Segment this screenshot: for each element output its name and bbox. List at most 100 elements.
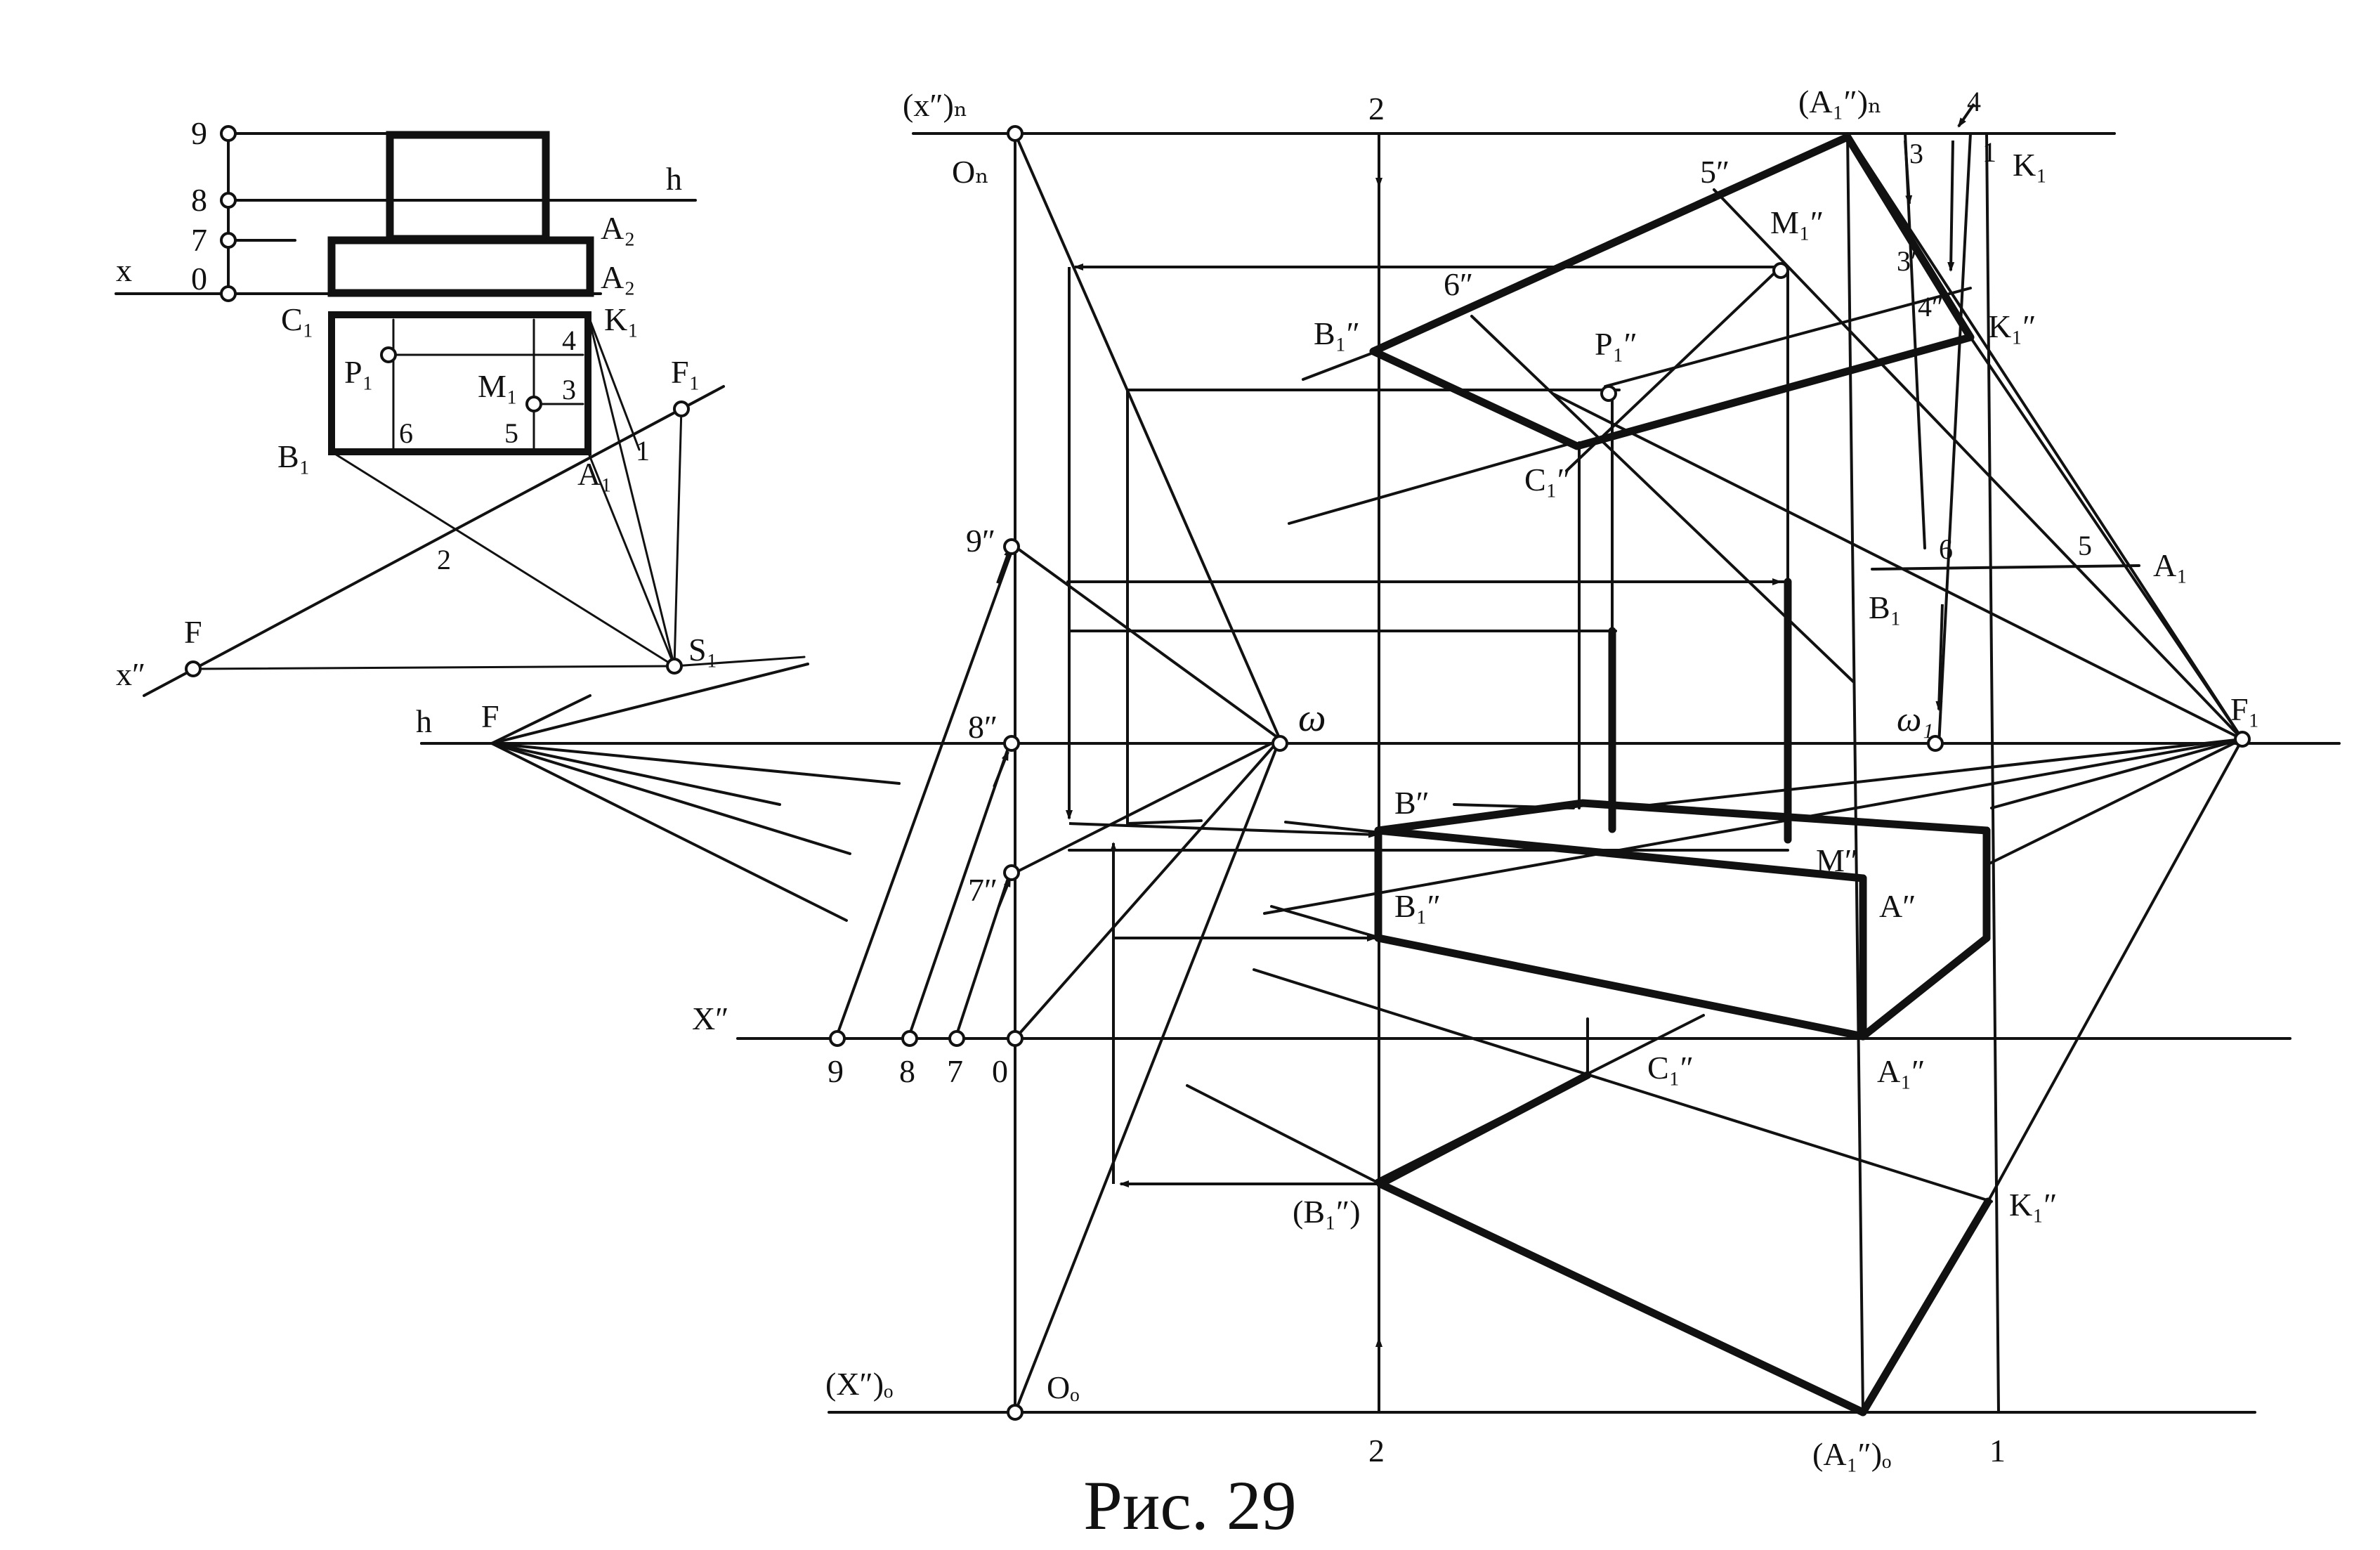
f-fan-6 <box>490 742 848 922</box>
omega-oo-line <box>1014 738 1281 1414</box>
inset-point-p1 <box>380 346 397 363</box>
point-omega <box>1271 735 1288 752</box>
arrow-6-down <box>1935 604 1944 711</box>
lower-thin-2 <box>1253 968 1993 1203</box>
label-h: h <box>416 703 432 739</box>
f-fan-4 <box>490 742 781 806</box>
label-k1pp: K₁″ <box>1988 308 2036 344</box>
arrow-7 <box>998 877 1012 907</box>
f1-line-b <box>1987 738 2244 866</box>
arrow-4-tip <box>1957 103 1975 128</box>
inset-label-a1: A₁ <box>577 456 612 492</box>
f1-k1-line <box>1969 336 2244 741</box>
inset-point-f <box>185 660 202 677</box>
f1-line-d <box>1635 738 2244 808</box>
label-oo: Oₒ <box>1047 1369 1079 1405</box>
arrow-8 <box>993 750 1009 788</box>
point-8pp <box>1003 735 1020 752</box>
inset-label-3: 3 <box>562 374 576 405</box>
lower-thin-5 <box>1284 821 1382 834</box>
diag-9 <box>836 550 1013 1036</box>
label-t1: 1 <box>1982 136 1996 168</box>
inset-label-5: 5 <box>504 417 518 449</box>
label-b9: 9 <box>828 1053 844 1089</box>
arrow-4 <box>1947 140 1955 272</box>
point-9pp <box>1003 538 1020 555</box>
box-top-edge <box>1374 799 1991 835</box>
label-3pp: 3″ <box>1897 245 1923 277</box>
label-c1pp-top: C₁″ <box>1524 462 1571 497</box>
label-5pp: 5″ <box>1700 154 1730 190</box>
label-b0: 0 <box>992 1053 1008 1089</box>
omega-9-line <box>1014 545 1281 741</box>
inset-upper-block <box>386 131 550 243</box>
point-p1 <box>1600 385 1617 402</box>
inset-label-a2-base: A₂ <box>601 259 635 295</box>
omega-7-line <box>1014 738 1281 874</box>
a1-line <box>1871 564 2140 571</box>
inset-ray-k1b <box>587 313 641 451</box>
label-a1p: (A₁″)ₙ <box>1798 84 1882 119</box>
box-bottom-right <box>1859 934 1991 1041</box>
label-bot-1: 1 <box>1989 1433 2006 1468</box>
main-labels: (x″)ₙ Oₙ 2 (A₁″)ₙ 4 3 1 K₁ 5″ M₁″ 3″ 6″ … <box>416 84 2260 1472</box>
lower-thin-6 <box>1126 819 1203 825</box>
label-t4: 4 <box>1967 86 1981 117</box>
inset-label-k1: K₁ <box>604 301 639 337</box>
inset-label-7: 7 <box>191 222 207 258</box>
label-4pp: 4″ <box>1918 291 1944 323</box>
inset-diagram <box>115 125 806 745</box>
label-k1low: K₁″ <box>2009 1187 2057 1223</box>
label-b1low: B₁″ <box>1394 888 1441 924</box>
point-9 <box>829 1030 846 1047</box>
inset-label-h: h <box>666 161 682 197</box>
inset-lower-block <box>327 236 594 297</box>
lower-figure-top <box>1376 1071 1592 1188</box>
f1-line-e <box>1263 738 2244 915</box>
main-thin-lines <box>420 132 2341 1414</box>
inset-ruler-point-7 <box>220 232 237 249</box>
label-b1par: (B₁″) <box>1293 1194 1361 1230</box>
inset-label-b1: B₁ <box>277 438 310 474</box>
inset-label-9: 9 <box>191 115 207 151</box>
lower-figure-left <box>1376 1180 1867 1417</box>
inset-ray-s <box>673 656 806 667</box>
point-7 <box>948 1030 965 1047</box>
lower-thin-4 <box>1270 905 1382 939</box>
label-omega: ω <box>1298 696 1326 740</box>
inset-ruler-point-0 <box>220 285 237 302</box>
box-top-back <box>1374 826 1867 883</box>
inset-label-m1: M₁ <box>478 368 518 404</box>
label-t3: 3 <box>1909 138 1923 169</box>
point-f1 <box>2234 731 2251 748</box>
f1-c1-line <box>1551 392 2244 741</box>
vertical-a1 <box>1846 132 1864 1414</box>
inset-label-8: 8 <box>191 182 207 218</box>
point-op <box>1007 125 1024 142</box>
b1-extension <box>1302 350 1378 381</box>
inset-label-6: 6 <box>399 417 413 449</box>
f-fan-5 <box>490 742 851 855</box>
inset-ray-b1 <box>330 450 676 667</box>
inset-ray-f1 <box>673 406 683 667</box>
label-p1pp: P₁″ <box>1595 326 1637 362</box>
label-ma1: A₁ <box>2153 547 2188 583</box>
label-9pp: 9″ <box>966 523 995 559</box>
inset-label-f1: F₁ <box>671 354 700 390</box>
inset-ruler-point-8 <box>220 192 237 209</box>
arrow-to-b <box>1068 822 1378 838</box>
label-6pp: 6″ <box>1444 266 1473 302</box>
label-f: F <box>481 698 499 734</box>
inset-label-s1: S₁ <box>688 632 718 667</box>
f-fan-1 <box>490 694 591 745</box>
label-a1pp: A₁″ <box>1877 1053 1925 1089</box>
point-8 <box>901 1030 918 1047</box>
vertical-1 <box>1985 132 2000 1414</box>
label-m1pp: M₁″ <box>1770 204 1824 240</box>
diag-8 <box>908 747 1009 1036</box>
label-a1o: (A₁″)ₒ <box>1812 1436 1891 1472</box>
inset-ruler-point-9 <box>220 125 237 142</box>
point-m1 <box>1772 262 1789 279</box>
label-bpp: B″ <box>1394 785 1430 821</box>
